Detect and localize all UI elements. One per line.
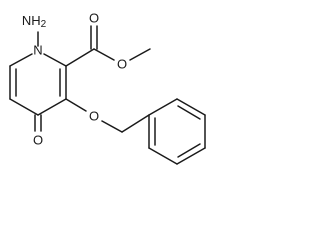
bond-ph-2-double bbox=[177, 105, 201, 120]
bond-ch2-phenyl bbox=[121, 114, 150, 133]
bonds bbox=[9, 25, 206, 165]
structure-svg: NH2 N O O O O bbox=[9, 11, 206, 165]
molecule-diagram: NH2 N O O O O bbox=[9, 11, 206, 165]
bond-ph-1 bbox=[148, 98, 178, 116]
bond-o-methyl bbox=[129, 48, 151, 61]
label-keto-o: O bbox=[33, 133, 43, 148]
bond-c2-cester bbox=[65, 48, 95, 67]
bond-ph-4 bbox=[176, 147, 206, 165]
label-ester-o-carbonyl: O bbox=[89, 11, 99, 26]
bond-cester-o-ether bbox=[93, 48, 115, 61]
bond-c3-c4 bbox=[37, 98, 67, 116]
bond-ph-4-double bbox=[177, 143, 201, 158]
label-ester-o-ether: O bbox=[117, 57, 127, 72]
label-ether-o: O bbox=[89, 109, 99, 124]
label-amino-subscript: 2 bbox=[41, 19, 47, 30]
atom-labels: NH2 N O O O O bbox=[22, 11, 127, 148]
label-ring-n: N bbox=[33, 43, 42, 58]
bond-c6-n1 bbox=[9, 53, 33, 67]
bond-ph-2 bbox=[176, 98, 206, 116]
bond-c4-c5 bbox=[9, 98, 39, 116]
bond-n1-c2 bbox=[43, 53, 67, 67]
bond-c3-o bbox=[65, 98, 87, 112]
label-amino-n: NH2 bbox=[22, 13, 47, 30]
bond-ph-5 bbox=[148, 147, 178, 165]
bond-o-ch2 bbox=[101, 120, 123, 133]
